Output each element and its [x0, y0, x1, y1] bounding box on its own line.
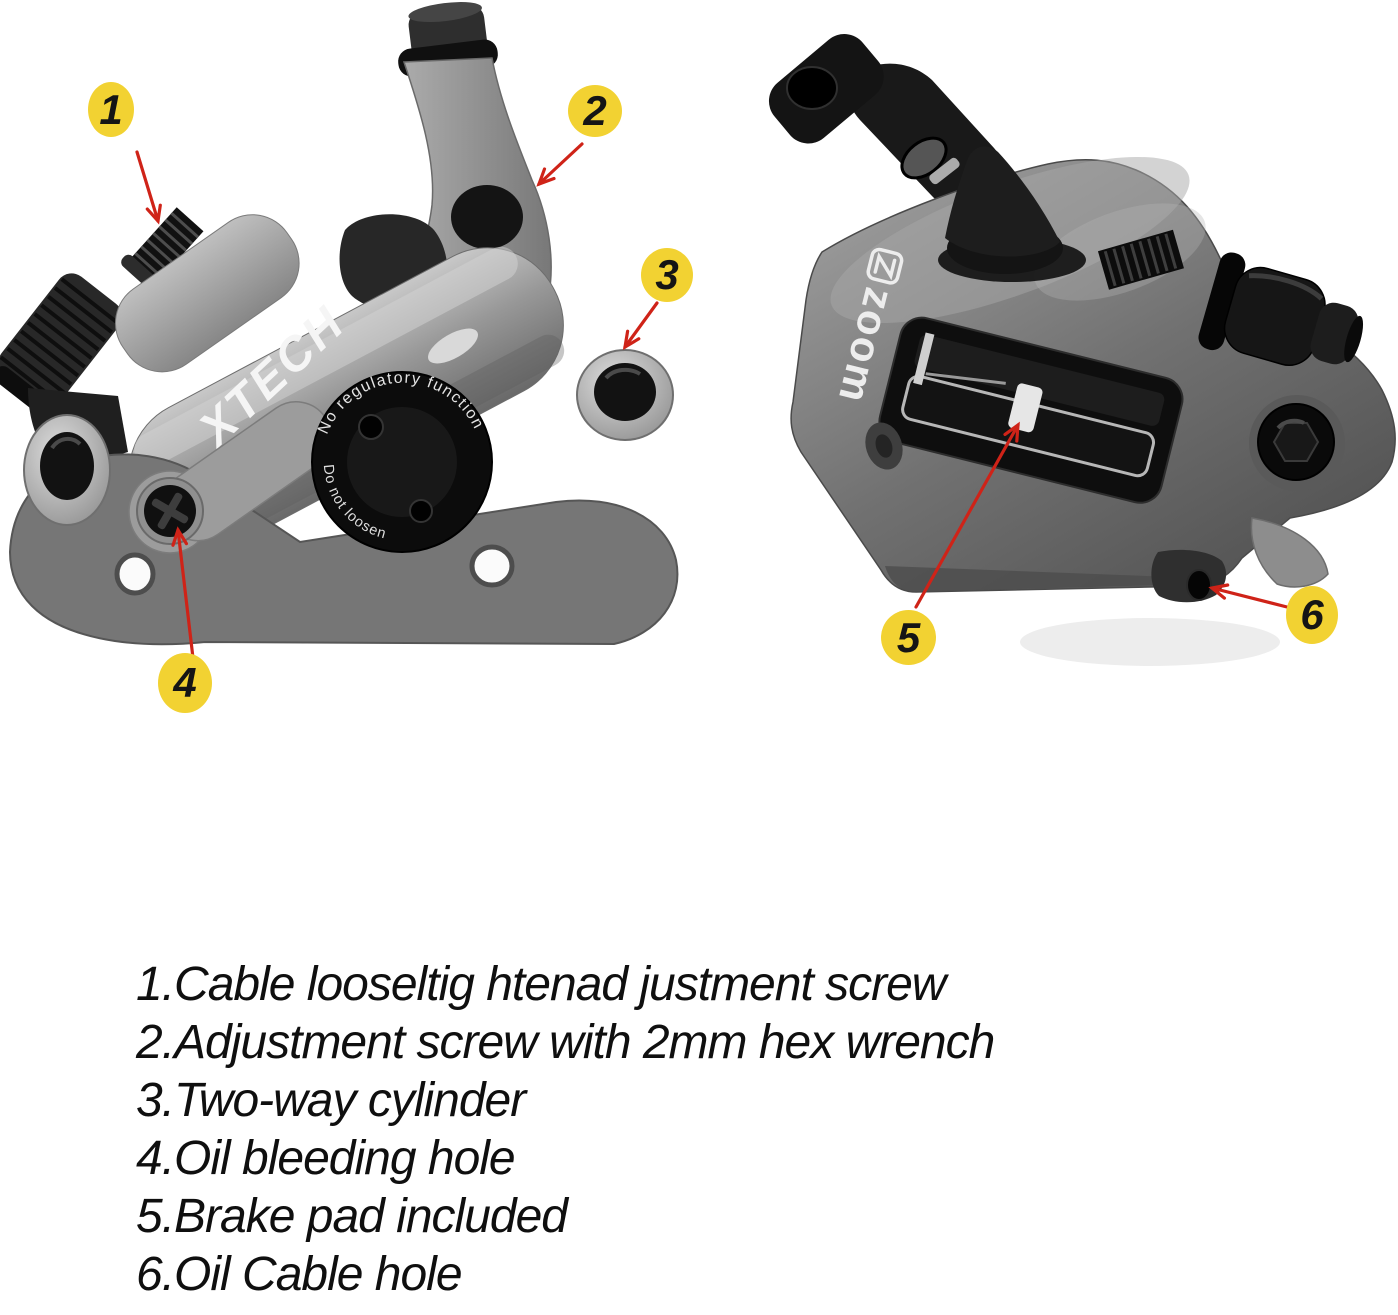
- clevis-pin: [929, 157, 960, 185]
- callout-6: 6: [1286, 586, 1338, 644]
- phillips-cross-icon: [151, 492, 189, 530]
- right-caliper-photo: zoom: [768, 34, 1396, 666]
- callout-6-arrow: [1208, 583, 1289, 609]
- legend-item-4: 4.Oil bleeding hole: [136, 1132, 516, 1185]
- right-mount-socket: [576, 349, 674, 441]
- regulator-dial: No regulatory function Do not loosen: [311, 370, 493, 553]
- arm-oval-hole: [451, 185, 523, 249]
- callout-6-number: 6: [1300, 591, 1324, 638]
- legend-item-3: 3.Two-way cylinder: [136, 1074, 526, 1127]
- callout-3-number: 3: [655, 251, 679, 298]
- callout-5: 5: [881, 610, 936, 665]
- left-caliper-photo: XTECH: [0, 2, 679, 646]
- bracket-hole-right: [469, 544, 515, 588]
- pad-spring-pin: [1008, 383, 1043, 433]
- adjuster-barrel-right: [1198, 252, 1364, 366]
- callout-4-arrow: [171, 526, 195, 660]
- legend-item-2: 2.Adjustment screw with 2mm hex wrench: [136, 1016, 995, 1069]
- left-mount-socket: [23, 414, 111, 526]
- callout-3-arrow: [622, 301, 659, 351]
- callout-2-number: 2: [583, 87, 607, 134]
- legend-item-1: 1.Cable looseltig htenad justment screw: [136, 958, 946, 1011]
- callout-1-arrow: [135, 150, 162, 225]
- dial-hole-2: [409, 499, 433, 523]
- oil-cable-hole: [1151, 549, 1227, 603]
- callout-5-arrow: [914, 421, 1020, 609]
- zoom-logo-icon: [866, 247, 904, 285]
- pivot-pin-highlight: [428, 328, 478, 364]
- callout-1-number: 1: [99, 85, 123, 133]
- legend-item-6: 6.Oil Cable hole: [136, 1248, 463, 1301]
- brake-pad-top: [914, 334, 1165, 426]
- callout-1: 1: [88, 82, 134, 137]
- callout-2-arrow: [536, 142, 584, 187]
- oil-bleeding-screw: [136, 477, 204, 545]
- rubber-boot-right: [938, 146, 1086, 282]
- callout-5-number: 5: [896, 613, 921, 661]
- legend-item-5: 5.Brake pad included: [136, 1190, 568, 1243]
- callout-4: 4: [158, 653, 212, 713]
- callout-3: 3: [641, 248, 693, 302]
- top-set-screw: [1097, 229, 1184, 290]
- callout-4-number: 4: [173, 659, 197, 706]
- clamp-block: [114, 214, 300, 373]
- callout-2: 2: [568, 85, 622, 137]
- dial-hole-1: [358, 414, 384, 440]
- barrel-nut-socket: [786, 66, 838, 110]
- callout-arrows: [135, 142, 1289, 660]
- shadow: [1020, 618, 1280, 666]
- bracket-hole-left: [114, 552, 156, 596]
- body-foot: [1250, 517, 1329, 588]
- body-bottom-shade: [885, 566, 1198, 592]
- parts-legend: 1.Cable looseltig htenad justment screw …: [136, 956, 995, 1304]
- clevis-hole: [900, 136, 948, 180]
- brake-pad-window: [878, 316, 1184, 504]
- hex-bolt-right: [1249, 395, 1345, 491]
